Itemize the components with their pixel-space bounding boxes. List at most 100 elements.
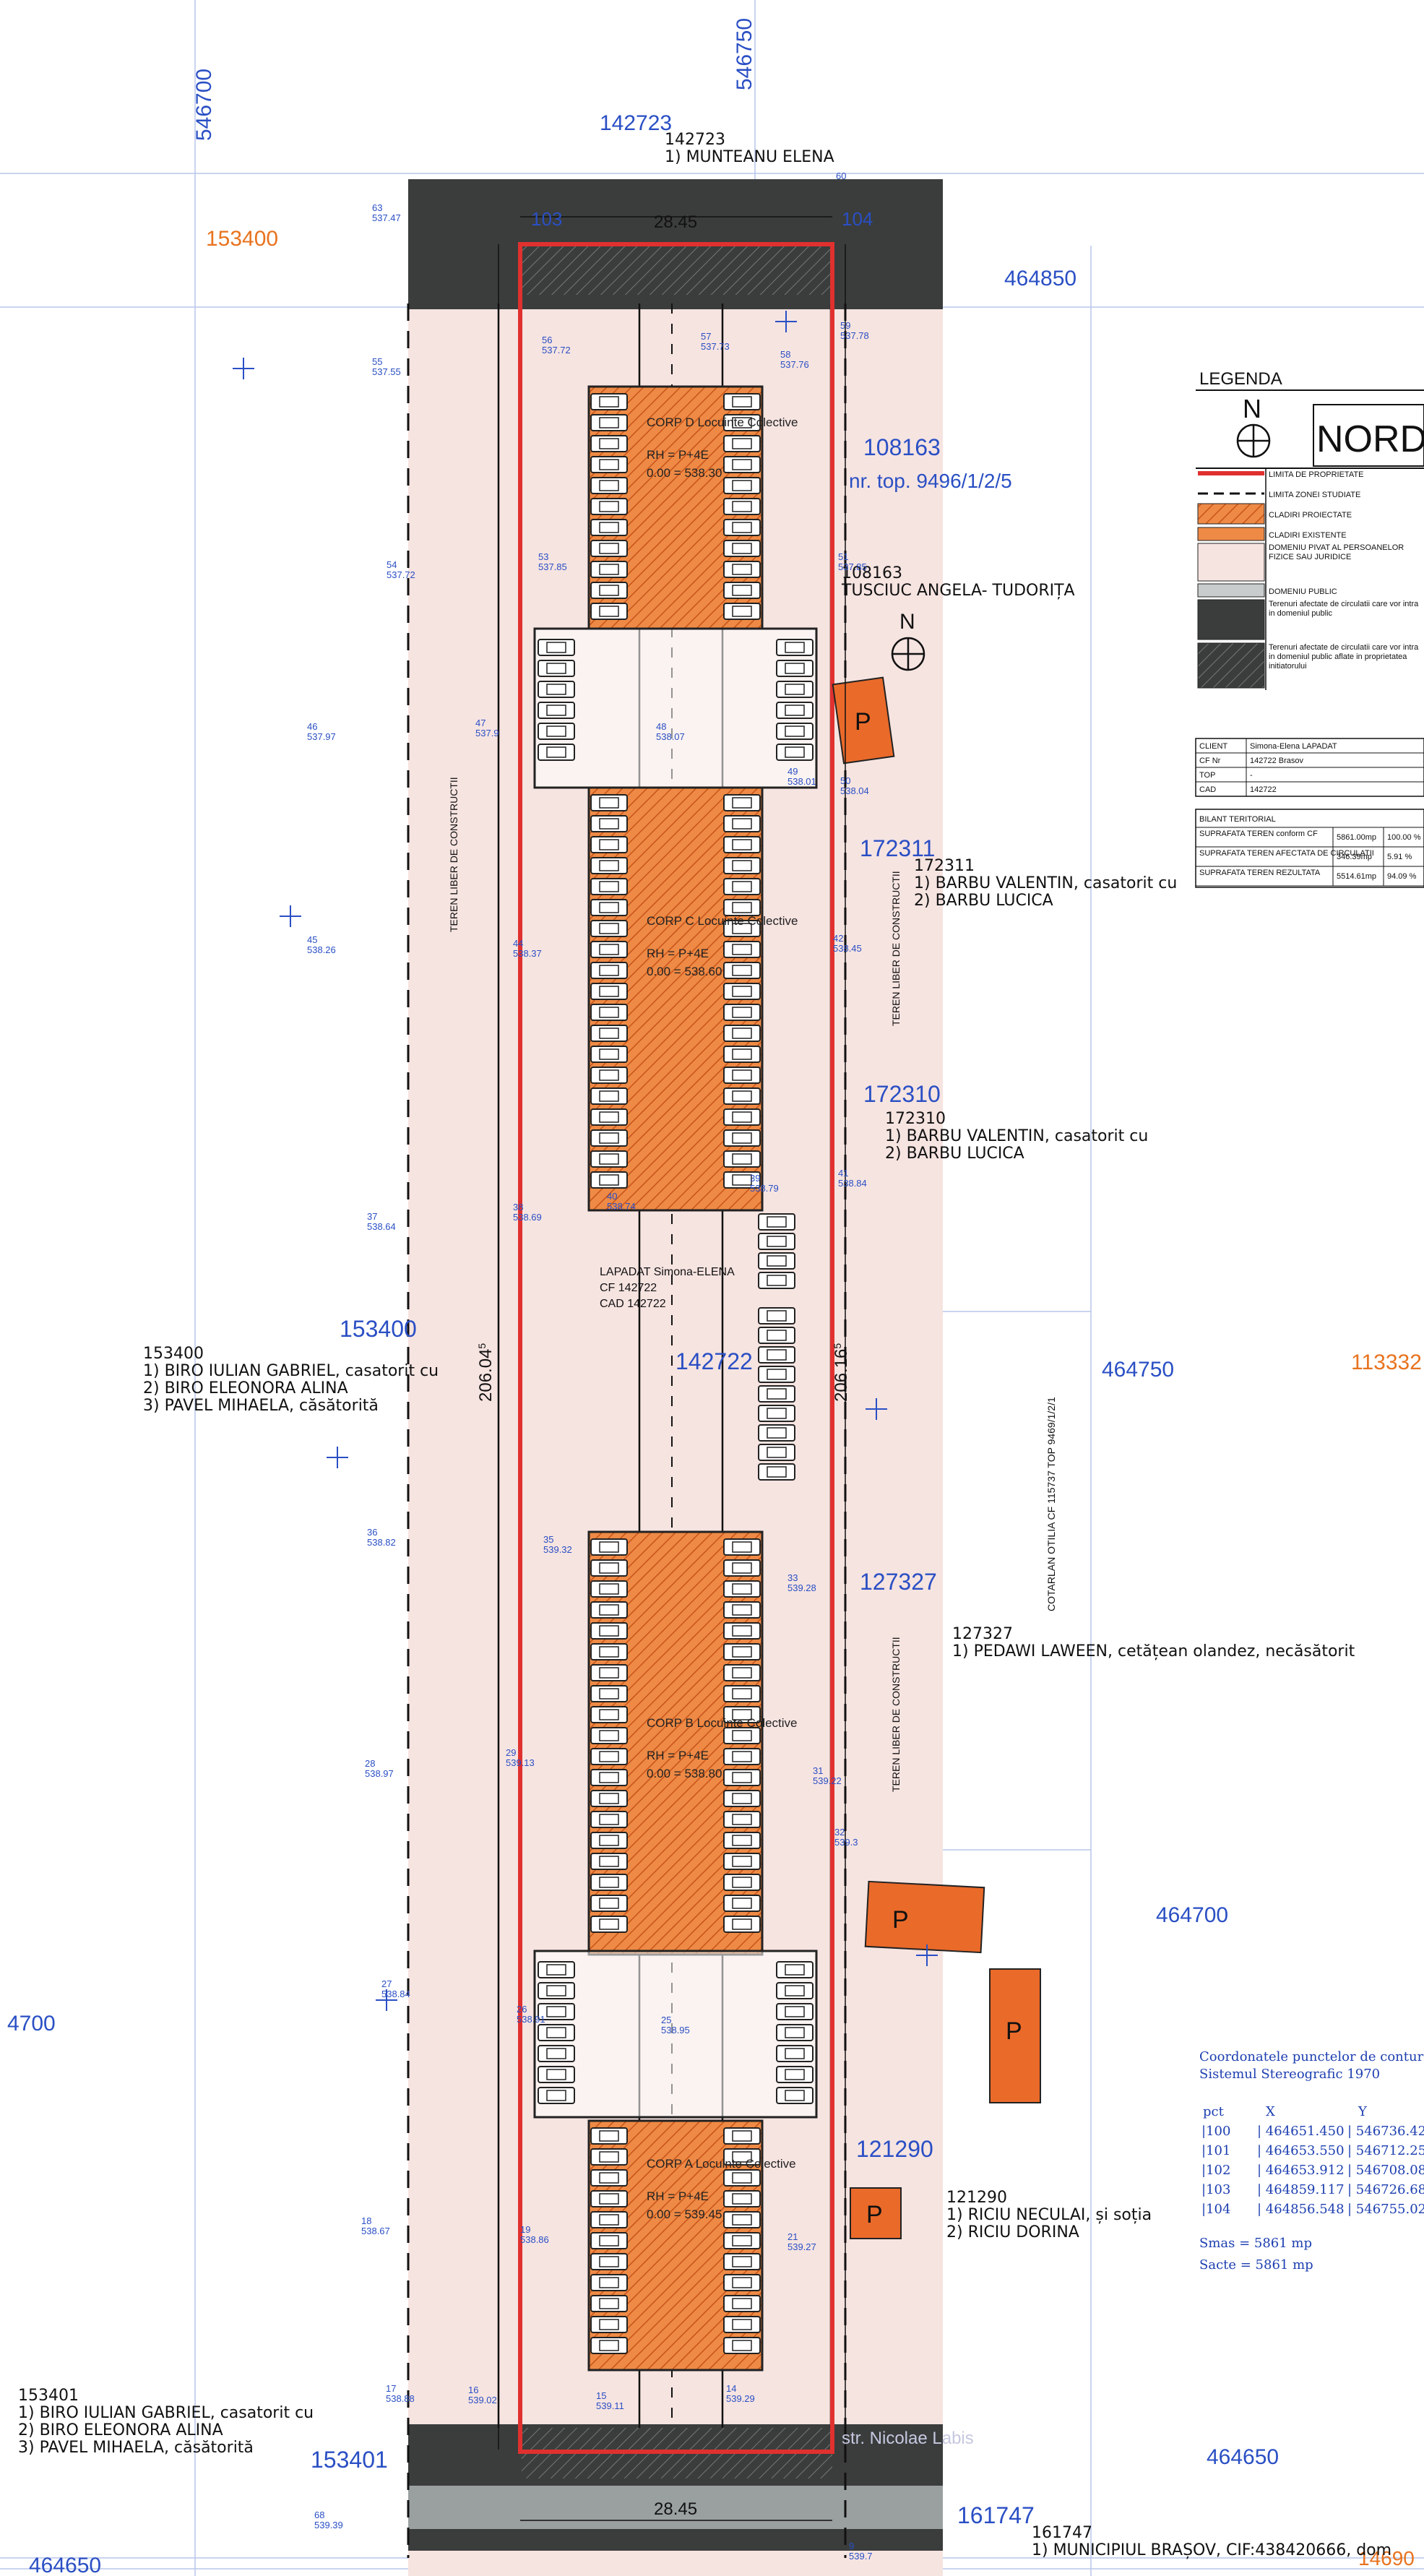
owner-label-line: 3) PAVEL MIHAELA, căsătorită <box>143 1397 379 1415</box>
client-table-key: TOP <box>1199 771 1215 780</box>
site-owner-cf: CF 142722 <box>600 1282 657 1294</box>
parking-space <box>758 1385 795 1403</box>
parking-space <box>538 2066 575 2083</box>
parking-space <box>590 962 628 979</box>
parking-space <box>723 603 761 620</box>
parking-sign-3: P <box>989 1968 1041 2103</box>
owner-label-line: 1) BIRO IULIAN GABRIEL, casatorit cu <box>143 1362 439 1380</box>
coord-point: |102 <box>1201 2163 1230 2178</box>
parking-space <box>776 2003 814 2020</box>
svg-text:CORP A Locuinte Colective: CORP A Locuinte Colective <box>647 2157 796 2171</box>
svg-text:CLADIRI EXISTENTE: CLADIRI EXISTENTE <box>1269 531 1347 540</box>
parking-space <box>723 498 761 515</box>
parking-space <box>590 920 628 937</box>
parking-space <box>590 1025 628 1042</box>
parking-space <box>590 2232 628 2249</box>
parking-space <box>758 1307 795 1324</box>
parcel-172310-label: 172310 <box>863 1081 941 1107</box>
survey-point-number: 39 <box>750 1173 760 1184</box>
bilant-label: SUPRAFATA TEREN REZULTATA <box>1199 869 1321 877</box>
client-table-value: 142722 Brasov <box>1250 757 1303 765</box>
parking-space <box>590 1643 628 1660</box>
width-bottom: 28.45 <box>654 2499 697 2519</box>
parking-space <box>723 1559 761 1577</box>
owner-label-line: 142723 <box>665 131 725 149</box>
parking-space <box>590 1150 628 1168</box>
owner-label-line: 2) RICIU DORINA <box>946 2223 1079 2241</box>
parking-space <box>723 1874 761 1891</box>
parking-space <box>723 836 761 853</box>
survey-point-number: 29 <box>506 1747 516 1758</box>
parking-space <box>723 899 761 916</box>
coord-x: | 464653.550 <box>1257 2143 1345 2158</box>
parking-space <box>590 836 628 853</box>
parking-space <box>723 1067 761 1084</box>
parking-space <box>590 941 628 958</box>
survey-point-elevation: 538.64 <box>367 1221 396 1232</box>
owner-label-line: 1) BARBU VALENTIN, casatorit cu <box>914 874 1177 892</box>
parcel-14690-label: 14690 <box>1358 2547 1415 2569</box>
client-table-value: - <box>1250 771 1253 780</box>
parking-space <box>723 1025 761 1042</box>
survey-point-elevation: 539.7 <box>849 2551 873 2562</box>
parking-space <box>590 1895 628 1912</box>
survey-points: 63537.4756537.7257537.7358537.7659537.78… <box>307 202 873 2562</box>
parking-space <box>776 744 814 761</box>
survey-point-number: 17 <box>386 2383 396 2394</box>
parking-space <box>590 1087 628 1105</box>
survey-point-number: 48 <box>656 721 666 732</box>
survey-point-elevation: 537.55 <box>372 366 401 377</box>
building-label-d: CORP D Locuinte Colective RH = P+4E 0.00… <box>647 415 798 480</box>
survey-point-elevation: 539.32 <box>543 1544 572 1555</box>
svg-text:CORP D Locuinte Colective: CORP D Locuinte Colective <box>647 415 798 429</box>
survey-point-elevation: 539.28 <box>787 1582 816 1593</box>
corner-103: 103 <box>531 208 562 230</box>
corner-60: 60 <box>836 171 846 181</box>
survey-point-elevation: 539.02 <box>468 2395 497 2405</box>
svg-text:CORP B Locuinte Colective: CORP B Locuinte Colective <box>647 1716 798 1730</box>
parking-space <box>590 1601 628 1619</box>
survey-point-number: 45 <box>307 934 317 945</box>
survey-point-elevation: 538.84 <box>381 1989 410 1999</box>
client-table-key: CAD <box>1199 785 1216 794</box>
coord-y: | 546755.025 <box>1347 2202 1424 2217</box>
coord-y: | 546708.083 <box>1347 2163 1424 2178</box>
survey-point-elevation: 539.3 <box>834 1837 858 1848</box>
length-left: 206.045 <box>476 1343 496 1402</box>
survey-point-number: 31 <box>813 1765 823 1776</box>
grid-crosshairs <box>233 311 938 2011</box>
parking-space <box>723 1895 761 1912</box>
svg-text:Smas = 5861 mp: Smas = 5861 mp <box>1199 2236 1312 2251</box>
coordinates-table: Coordonatele punctelor de contur Sistemu… <box>1199 2049 1424 2273</box>
survey-point-number: 25 <box>661 2015 671 2025</box>
parking-space <box>758 1444 795 1461</box>
survey-point-number: 28 <box>365 1758 375 1769</box>
survey-point-elevation: 538.74 <box>607 1201 636 1212</box>
survey-point-elevation: 538.86 <box>520 2234 549 2245</box>
parking-space <box>723 878 761 895</box>
parking-space <box>538 1982 575 1999</box>
parking-space <box>776 723 814 740</box>
survey-point-number: 49 <box>787 766 798 777</box>
svg-text:NORD: NORD <box>1316 418 1424 460</box>
parking-space <box>723 2232 761 2249</box>
parking-space <box>723 1769 761 1786</box>
survey-point-elevation: 537.72 <box>387 569 415 580</box>
survey-point-number: 53 <box>538 551 548 562</box>
survey-point-number: 9 <box>849 2541 854 2551</box>
owner-label-line: 1) PEDAWI LAWEEN, cetățean olandez, necă… <box>952 1642 1355 1660</box>
parking-space <box>590 1727 628 1744</box>
parking-space <box>590 1559 628 1577</box>
svg-text:LEGENDA: LEGENDA <box>1199 369 1282 389</box>
parking-space <box>758 1366 795 1383</box>
parking-space <box>723 1853 761 1870</box>
parking-space <box>590 1706 628 1723</box>
client-table-key: CF Nr <box>1199 757 1221 765</box>
parking-space <box>723 540 761 557</box>
survey-point-number: 19 <box>520 2224 530 2235</box>
parking-space <box>723 2274 761 2291</box>
parking-sign-1: P <box>832 676 895 764</box>
parcel-113332-label: 113332 <box>1351 1351 1422 1374</box>
survey-point-elevation: 537.9 <box>475 728 499 738</box>
survey-point-elevation: 539.39 <box>314 2520 343 2530</box>
